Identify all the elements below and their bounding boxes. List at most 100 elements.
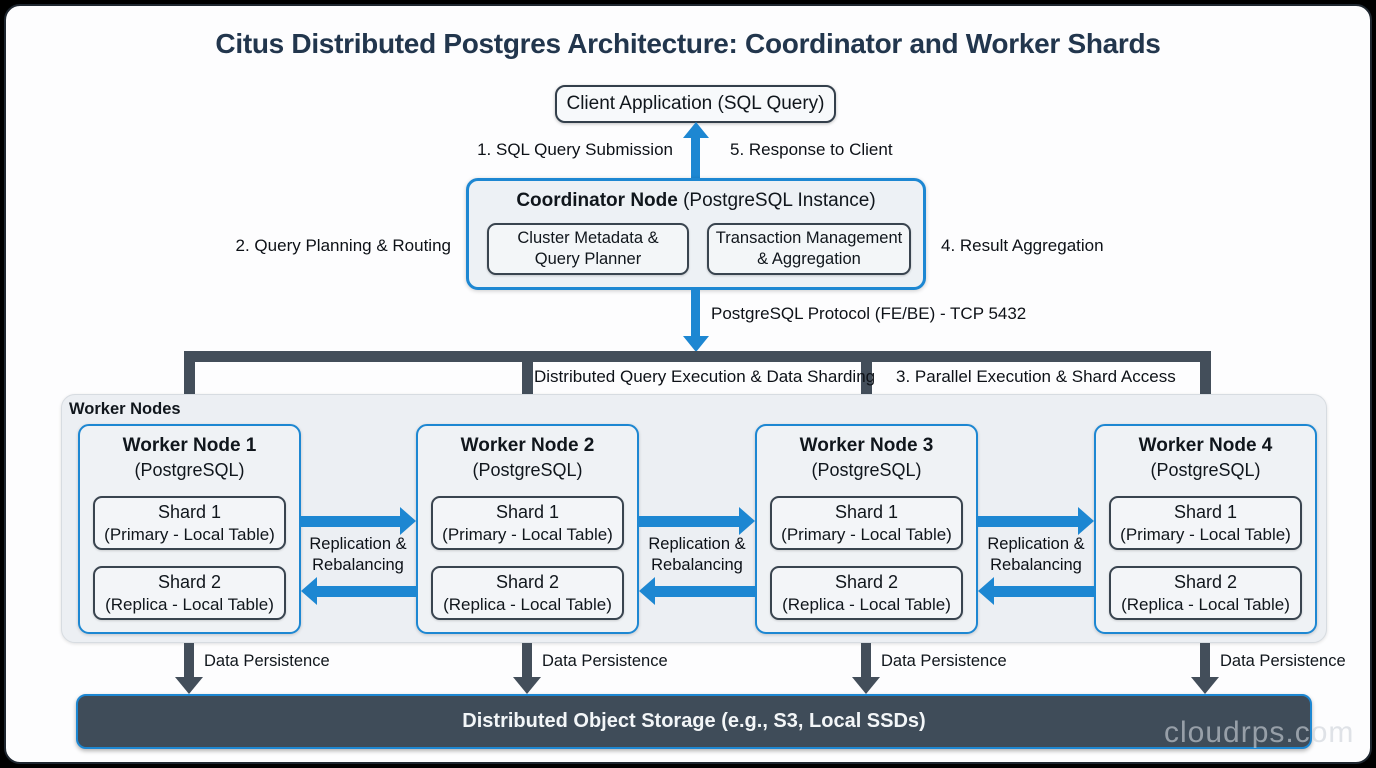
replication-label-line1: Replication &	[648, 535, 746, 553]
worker-subtitle: (PostgreSQL)	[811, 460, 922, 480]
replication-label: Replication & Rebalancing	[970, 534, 1102, 576]
shard-2-box: Shard 2 (Replica - Local Table)	[770, 566, 963, 620]
persistence-arrow	[1200, 643, 1210, 678]
worker-node-1-box: Worker Node 1 (PostgreSQL) Shard 1 (Prim…	[78, 424, 301, 634]
down-arrow-icon	[175, 677, 203, 694]
shard-2-box: Shard 2 (Replica - Local Table)	[431, 566, 624, 620]
label-distributed-query-execution: Distributed Query Execution & Data Shard…	[534, 367, 876, 386]
coordinator-title-rest: (PostgreSQL Instance)	[677, 190, 876, 211]
replication-arrow-left	[655, 586, 755, 597]
distribution-bus-bar	[184, 351, 1211, 362]
shard-detail: (Primary - Local Table)	[104, 525, 275, 544]
bus-drop-4	[1200, 351, 1211, 404]
object-storage-label: Distributed Object Storage (e.g., S3, Lo…	[462, 710, 926, 732]
label-sql-query-submission: 1. SQL Query Submission	[477, 140, 673, 159]
worker-node-3-box: Worker Node 3 (PostgreSQL) Shard 1 (Prim…	[755, 424, 978, 634]
client-application-box: Client Application (SQL Query)	[555, 85, 836, 123]
watermark: cloudrps.com	[1164, 716, 1355, 749]
persistence-label: Data Persistence	[1220, 652, 1346, 670]
replication-arrow-right	[978, 516, 1078, 527]
coordinator-node-box: Coordinator Node (PostgreSQL Instance) C…	[466, 178, 926, 290]
component-line: Transaction Management	[715, 229, 903, 247]
replication-arrow-left	[994, 586, 1094, 597]
shard-detail: (Primary - Local Table)	[1120, 525, 1291, 544]
shard-detail: (Replica - Local Table)	[782, 595, 951, 614]
shard-2-box: Shard 2 (Replica - Local Table)	[93, 566, 286, 620]
replication-label: Replication & Rebalancing	[631, 534, 763, 576]
shard-detail: (Primary - Local Table)	[442, 525, 613, 544]
right-arrow-icon	[1078, 507, 1094, 535]
shard-1-box: Shard 1 (Primary - Local Table)	[770, 496, 963, 550]
persistence-label: Data Persistence	[204, 652, 330, 670]
up-arrow-icon	[683, 122, 709, 138]
left-arrow-icon	[978, 577, 994, 605]
client-application-label: Client Application (SQL Query)	[566, 93, 825, 114]
replication-arrow-right	[301, 516, 400, 527]
worker-subtitle: (PostgreSQL)	[134, 460, 245, 480]
label-parallel-execution: 3. Parallel Execution & Shard Access	[896, 367, 1176, 386]
component-line: Query Planner	[534, 250, 642, 268]
shard-1-box: Shard 1 (Primary - Local Table)	[1109, 496, 1302, 550]
persistence-arrow	[522, 643, 532, 678]
diagram-title: Citus Distributed Postgres Architecture:…	[215, 28, 1161, 59]
shard-1-box: Shard 1 (Primary - Local Table)	[93, 496, 286, 550]
label-response-to-client: 5. Response to Client	[730, 140, 893, 159]
shard-name: Shard 2	[495, 572, 560, 592]
left-arrow-icon	[301, 577, 317, 605]
shard-name: Shard 1	[157, 502, 222, 522]
transaction-management-box: Transaction Management & Aggregation	[707, 223, 911, 275]
cluster-metadata-box: Cluster Metadata & Query Planner	[487, 223, 689, 275]
replication-label: Replication & Rebalancing	[292, 534, 424, 576]
object-storage-box: Distributed Object Storage (e.g., S3, Lo…	[76, 694, 1312, 749]
persistence-label: Data Persistence	[542, 652, 668, 670]
replication-label-line2: Rebalancing	[651, 556, 743, 574]
shard-detail: (Replica - Local Table)	[105, 595, 274, 614]
diagram-canvas: Citus Distributed Postgres Architecture:…	[4, 4, 1372, 764]
component-line: & Aggregation	[757, 250, 861, 268]
right-arrow-icon	[739, 507, 755, 535]
bus-drop-2	[522, 351, 533, 404]
replication-label-line1: Replication &	[987, 535, 1085, 553]
client-coordinator-arrow	[691, 137, 700, 179]
down-arrow-icon	[683, 336, 709, 352]
bus-drop-1	[184, 351, 195, 404]
worker-node-4-box: Worker Node 4 (PostgreSQL) Shard 1 (Prim…	[1094, 424, 1317, 634]
coordinator-title-bold: Coordinator Node	[516, 190, 678, 211]
coordinator-title: Coordinator Node (PostgreSQL Instance)	[469, 190, 923, 212]
replication-arrow-right	[639, 516, 739, 527]
label-query-planning: 2. Query Planning & Routing	[235, 236, 451, 255]
replication-arrow-left	[317, 586, 416, 597]
worker-subtitle: (PostgreSQL)	[472, 460, 583, 480]
coordinator-workers-arrow	[691, 290, 700, 337]
component-line: Cluster Metadata &	[517, 229, 659, 247]
shard-name: Shard 1	[1173, 502, 1238, 522]
worker-node-2-box: Worker Node 2 (PostgreSQL) Shard 1 (Prim…	[416, 424, 639, 634]
worker-title: Worker Node 1	[122, 435, 257, 456]
shard-name: Shard 1	[834, 502, 899, 522]
shard-detail: (Replica - Local Table)	[1121, 595, 1290, 614]
down-arrow-icon	[852, 677, 880, 694]
shard-detail: (Replica - Local Table)	[443, 595, 612, 614]
persistence-label: Data Persistence	[881, 652, 1007, 670]
bus-drop-3	[861, 351, 872, 404]
worker-title: Worker Node 2	[460, 435, 595, 456]
shard-detail: (Primary - Local Table)	[781, 525, 952, 544]
right-arrow-icon	[400, 507, 416, 535]
shard-name: Shard 2	[834, 572, 899, 592]
down-arrow-icon	[513, 677, 541, 694]
worker-subtitle: (PostgreSQL)	[1150, 460, 1261, 480]
label-result-aggregation: 4. Result Aggregation	[941, 236, 1104, 255]
shard-1-box: Shard 1 (Primary - Local Table)	[431, 496, 624, 550]
worker-title: Worker Node 4	[1138, 435, 1273, 456]
replication-label-line2: Rebalancing	[990, 556, 1082, 574]
persistence-arrow	[861, 643, 871, 678]
shard-name: Shard 2	[1173, 572, 1238, 592]
shard-2-box: Shard 2 (Replica - Local Table)	[1109, 566, 1302, 620]
down-arrow-icon	[1191, 677, 1219, 694]
replication-label-line1: Replication &	[309, 535, 407, 553]
replication-label-line2: Rebalancing	[312, 556, 404, 574]
shard-name: Shard 1	[495, 502, 560, 522]
shard-name: Shard 2	[157, 572, 222, 592]
persistence-arrow	[184, 643, 194, 678]
left-arrow-icon	[639, 577, 655, 605]
